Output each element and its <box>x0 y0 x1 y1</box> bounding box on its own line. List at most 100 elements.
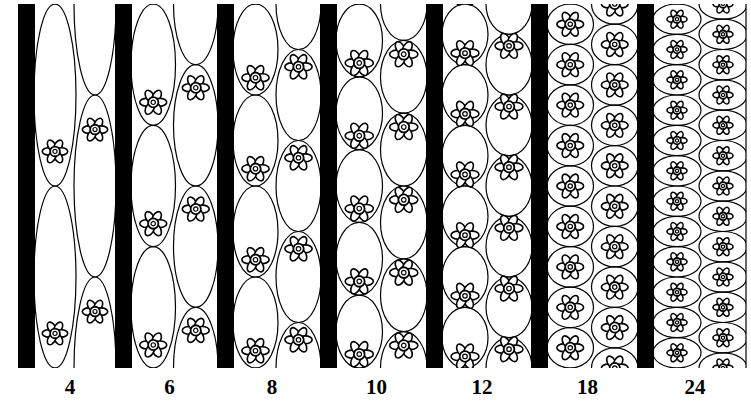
plant-area <box>443 307 488 368</box>
plant-area <box>174 65 218 186</box>
planting-panel <box>35 4 115 368</box>
plant-symbol <box>601 355 628 368</box>
plant-symbol <box>667 221 687 241</box>
plant-area <box>337 150 383 223</box>
plant-symbol <box>285 235 312 263</box>
plant-symbol <box>601 31 628 58</box>
plant-symbol <box>345 122 373 150</box>
plant-symbol <box>713 115 733 135</box>
plant-symbol <box>667 282 687 302</box>
plant-area <box>381 40 427 113</box>
plant-symbol <box>390 186 418 214</box>
plant-area <box>654 95 701 125</box>
plant-area <box>699 323 746 353</box>
plant-symbol <box>713 328 733 348</box>
plant-area <box>337 295 383 368</box>
plant-symbol <box>601 71 628 98</box>
plant-symbol <box>601 4 628 17</box>
plant-symbol <box>601 314 628 341</box>
plant-area <box>592 348 638 368</box>
plant-area <box>486 34 531 95</box>
row-bar <box>115 4 132 368</box>
plant-symbol <box>601 233 628 260</box>
plant-area <box>699 4 746 19</box>
density-label: 6 <box>164 377 175 398</box>
plant-area <box>381 113 427 186</box>
plant-symbol <box>713 24 733 44</box>
plant-area <box>592 65 638 105</box>
plant-area <box>699 171 746 201</box>
plant-area <box>486 277 531 338</box>
plant-area <box>592 226 638 266</box>
plant-area <box>654 338 701 368</box>
plant-area <box>74 95 115 277</box>
plant-symbol <box>451 100 479 128</box>
plant-symbol <box>285 53 312 81</box>
plant-area <box>548 44 594 84</box>
plant-symbol <box>242 246 269 274</box>
plant-area <box>654 125 701 155</box>
plant-symbol <box>557 11 584 38</box>
plant-symbol <box>390 40 418 68</box>
plant-symbol <box>495 214 523 242</box>
plant-area <box>699 110 746 140</box>
row-bar <box>18 4 35 368</box>
plant-symbol <box>451 160 479 188</box>
plant-symbol <box>713 85 733 105</box>
plant-symbol <box>345 49 373 77</box>
plant-symbol <box>451 282 479 310</box>
plant-area <box>337 4 383 77</box>
plant-area <box>699 232 746 262</box>
plant-area <box>548 85 594 125</box>
plant-area <box>74 277 115 368</box>
plant-symbol <box>495 274 523 302</box>
plant-symbol <box>345 267 373 295</box>
plant-symbol <box>667 191 687 211</box>
plant-area <box>35 186 76 368</box>
plant-area <box>592 4 638 24</box>
plant-area <box>592 105 638 145</box>
plant-area <box>699 201 746 231</box>
plant-symbol <box>390 113 418 141</box>
plant-symbol <box>451 221 479 249</box>
row-bar <box>320 4 337 368</box>
plant-area <box>234 277 278 368</box>
plant-symbol <box>557 213 584 240</box>
plant-area <box>276 50 320 141</box>
plant-area <box>234 95 278 186</box>
plant-symbol <box>495 32 523 60</box>
plant-area <box>548 206 594 246</box>
plant-symbol <box>345 340 373 368</box>
plant-area <box>381 4 427 40</box>
planting-panel <box>443 4 531 368</box>
plant-symbol <box>285 326 312 354</box>
plant-area <box>381 186 427 259</box>
plant-symbol <box>713 297 733 317</box>
plant-symbol <box>667 252 687 272</box>
plant-symbol <box>390 258 418 286</box>
plant-area <box>74 4 115 95</box>
plant-symbol <box>557 173 584 200</box>
plant-area <box>548 328 594 368</box>
plant-symbol <box>182 74 209 101</box>
plant-area <box>443 65 488 126</box>
density-label: 24 <box>685 377 706 398</box>
plant-area <box>174 4 218 65</box>
plant-symbol <box>557 253 584 280</box>
plant-area <box>443 125 488 186</box>
plant-area <box>592 24 638 64</box>
plant-symbol <box>667 9 687 29</box>
plant-area <box>381 332 427 368</box>
plant-symbol <box>713 237 733 257</box>
plant-symbol <box>601 193 628 220</box>
plant-symbol <box>495 153 523 181</box>
density-label: 18 <box>577 377 598 398</box>
panel-edge <box>745 4 746 368</box>
plant-symbol <box>82 117 107 143</box>
plant-symbol <box>667 312 687 332</box>
plant-area <box>132 4 176 125</box>
row-bar <box>637 4 654 368</box>
plant-area <box>276 323 320 369</box>
plant-area <box>592 307 638 347</box>
